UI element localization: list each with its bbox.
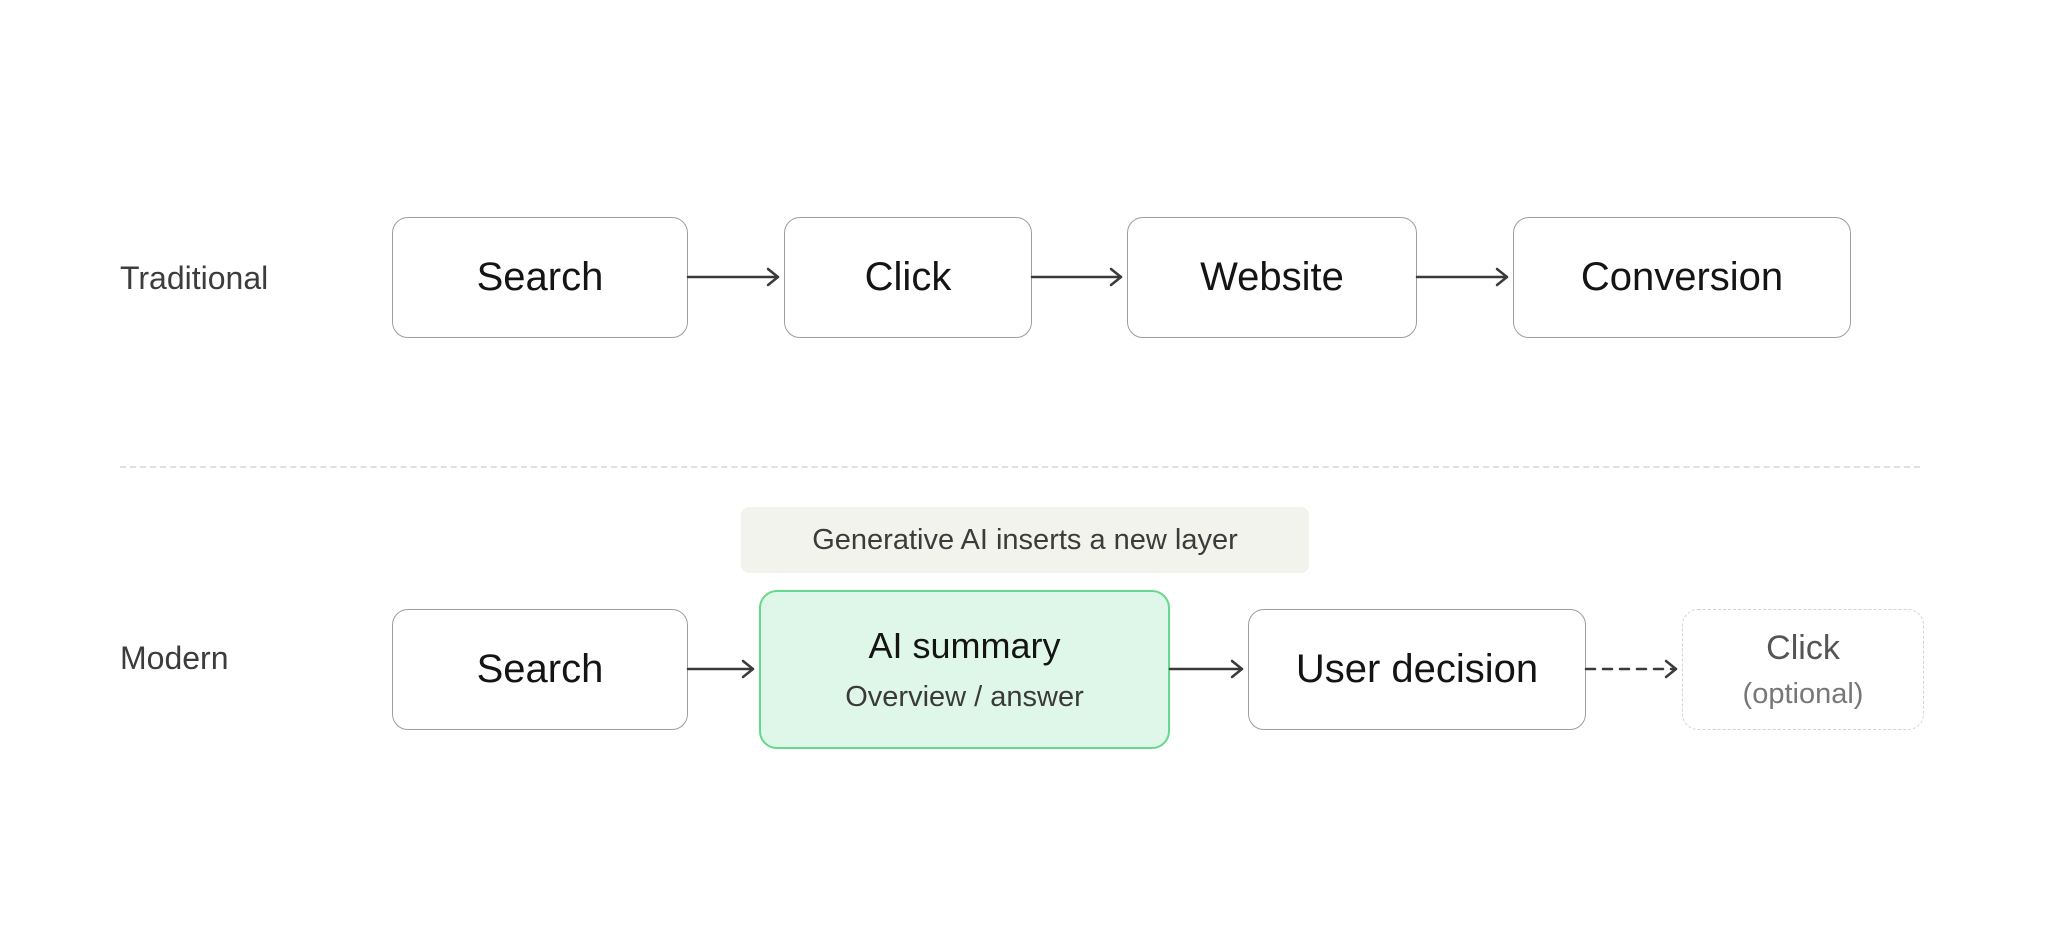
- arrow-click-to-website: [1030, 267, 1123, 287]
- step-label: User decision: [1295, 647, 1539, 691]
- modern-step-search: Search: [392, 609, 688, 730]
- step-label: Click: [864, 255, 952, 299]
- callout-text: Generative AI inserts a new layer: [812, 523, 1238, 556]
- arrow-website-to-conversion: [1415, 267, 1509, 287]
- row-divider: [120, 466, 1920, 468]
- arrow-ai-summary-to-user-decision: [1168, 659, 1244, 679]
- callout-new-layer: Generative AI inserts a new layer: [741, 507, 1309, 573]
- modern-step-user-decision: User decision: [1248, 609, 1586, 730]
- traditional-step-conversion: Conversion: [1513, 217, 1851, 338]
- arrow-search-to-ai-summary: [686, 659, 755, 679]
- step-label: Search: [476, 255, 604, 299]
- click-optional-subtitle: (optional): [1742, 677, 1864, 710]
- modern-step-ai-summary: AI summary Overview / answer: [759, 590, 1170, 749]
- step-label: Website: [1200, 255, 1344, 299]
- ai-summary-subtitle: Overview / answer: [845, 681, 1084, 713]
- arrow-search-to-click: [686, 267, 780, 287]
- traditional-step-search: Search: [392, 217, 688, 338]
- row-label-traditional: Traditional: [120, 260, 269, 296]
- arrow-user-decision-to-click-dashed: [1584, 659, 1678, 679]
- step-label: Search: [476, 647, 604, 691]
- ai-summary-title: AI summary: [868, 625, 1061, 666]
- traditional-step-website: Website: [1127, 217, 1417, 338]
- click-optional-title: Click: [1766, 628, 1840, 667]
- modern-step-click-optional: Click (optional): [1682, 609, 1924, 730]
- row-label-modern: Modern: [120, 640, 229, 676]
- step-label: Conversion: [1580, 255, 1784, 299]
